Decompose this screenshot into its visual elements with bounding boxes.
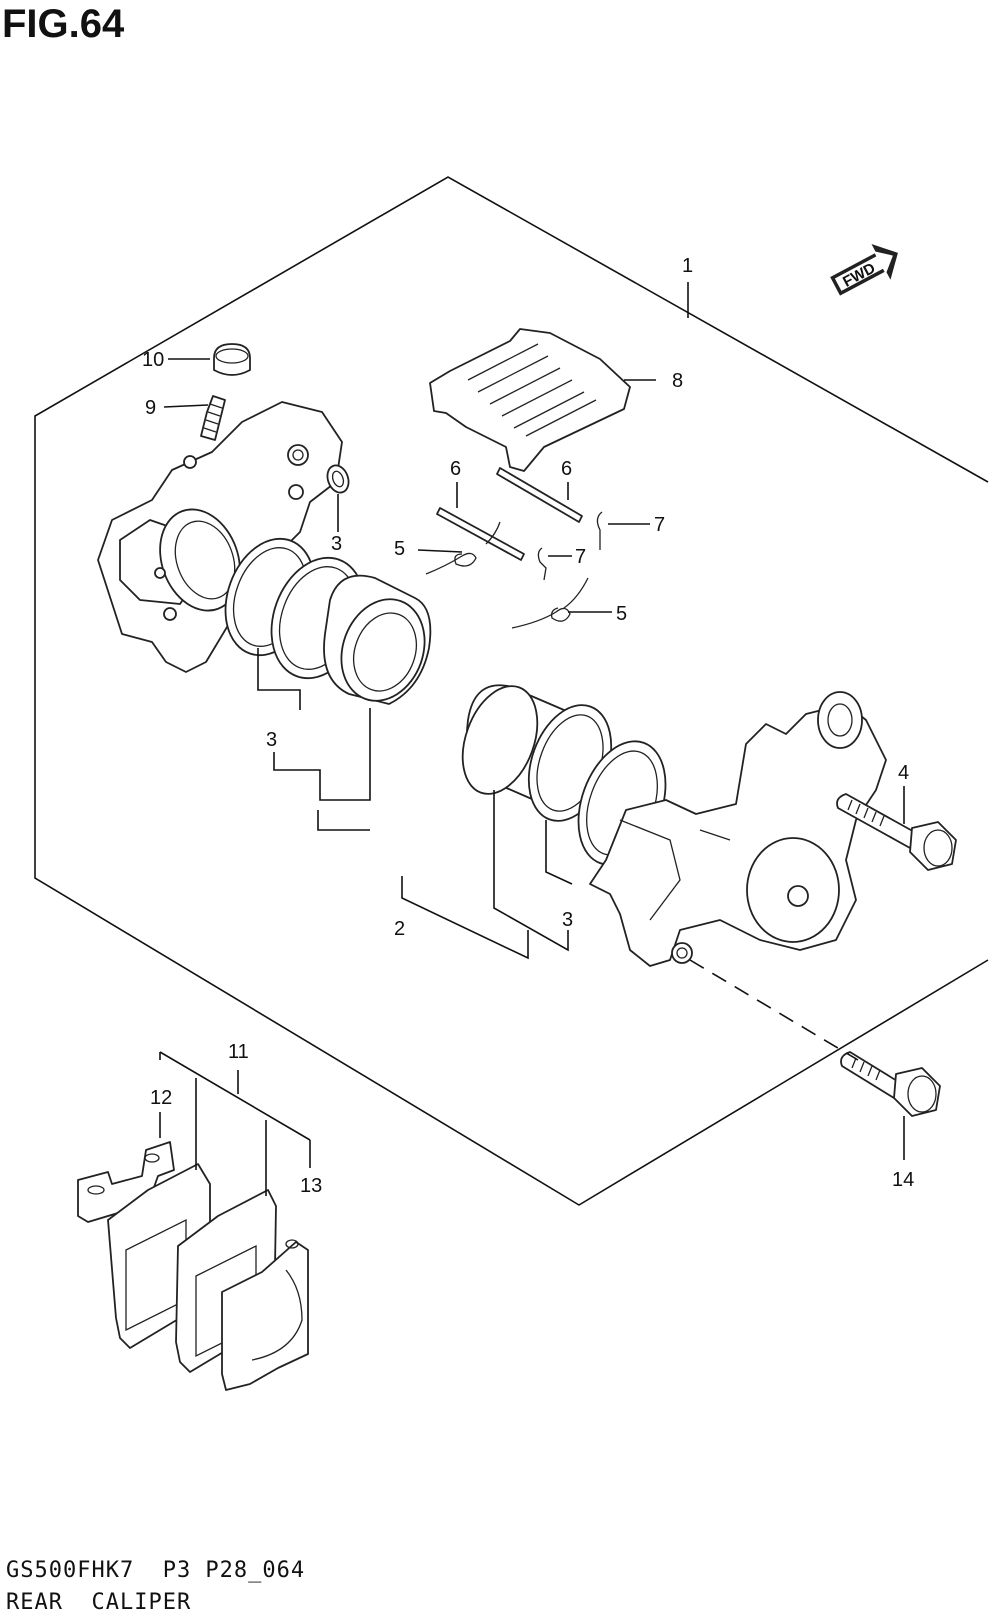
callout-1: 1 [682,255,693,277]
callout-3-left-seals: 3 [266,729,277,751]
pad-spring-clip-right-part [511,577,589,629]
callout-9: 9 [145,397,156,419]
fwd-arrow-icon: FWD [830,244,898,296]
callout-10: 10 [142,349,164,371]
caliper-bolt-upper-part [836,793,957,871]
pad-spring-part [429,328,631,472]
bleeder-cap-part [213,343,251,376]
callout-numbers: 1 10 9 8 6 6 7 7 5 5 3 3 2 3 4 14 11 12 … [142,255,914,1197]
model-code: GS500FHK7 P3 P28_064 [6,1558,306,1583]
callout-13: 13 [300,1175,322,1197]
bleeder-valve-part [200,395,226,441]
callout-3-oring: 3 [331,533,342,555]
pad-shim-plate-part [221,1239,309,1391]
caliper-bolt-lower-part [840,1051,941,1117]
bolt-alignment-dashed-line [689,959,859,1061]
figure-title: FIG.64 [2,2,125,46]
pad-pin-upper-part [496,467,583,523]
callout-7-upper: 7 [654,514,665,536]
callout-7-lower: 7 [575,546,586,568]
leader-lines [159,282,905,1196]
caliper-half-inner-part [589,691,887,967]
callout-5-left: 5 [394,538,405,560]
callout-8: 8 [672,370,683,392]
section-title: REAR CALIPER [6,1590,192,1615]
assembly-outline [34,176,989,1206]
pad-spring-clip-left-part [425,521,501,575]
o-ring-small-part [326,464,350,494]
callout-6-right: 6 [561,458,572,480]
callout-3-right-seals: 3 [562,909,573,931]
piston-left-part [323,574,432,705]
pad-shim-part [77,1141,175,1223]
caliper-half-outer-part [97,401,343,673]
pin-clip-lower-part [537,547,547,581]
pad-pin-lower-part [436,507,525,561]
callout-5-right: 5 [616,603,627,625]
callout-12: 12 [150,1087,172,1109]
pin-clip-upper-part [596,511,603,550]
callout-14: 14 [892,1169,914,1191]
callout-2: 2 [394,918,405,940]
callout-4: 4 [898,762,909,784]
callout-6-left: 6 [450,458,461,480]
callout-11: 11 [228,1041,249,1063]
